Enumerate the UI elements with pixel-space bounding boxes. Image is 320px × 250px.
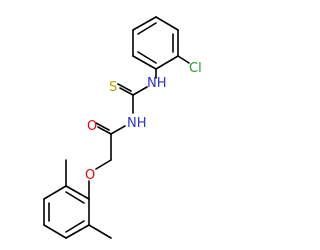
double-bond-inner bbox=[137, 51, 157, 64]
bond-c-cl bbox=[177, 55, 190, 64]
bond-nh-cs bbox=[132, 86, 148, 96]
double-bond-inner bbox=[65, 191, 85, 204]
bond bbox=[65, 185, 90, 200]
double-bond-inner bbox=[65, 220, 85, 233]
bond bbox=[43, 185, 67, 200]
bond-co-o-double bbox=[95, 122, 110, 131]
ether-oxygen-label: O bbox=[85, 168, 95, 183]
bond-nh-co bbox=[110, 125, 126, 135]
chlorophenyl-ring bbox=[132, 16, 179, 70]
sulfur-label: S bbox=[109, 80, 117, 95]
bond bbox=[132, 16, 157, 31]
double-bond-inner bbox=[137, 22, 157, 35]
bond-cs-s-double bbox=[117, 83, 132, 92]
bond-ch2-o bbox=[95, 159, 112, 170]
nh-acyl-label: NH bbox=[127, 116, 147, 131]
bond-co-o bbox=[97, 126, 112, 135]
chemical-structure: Cl NH S NH O O bbox=[43, 16, 202, 239]
bond bbox=[132, 55, 157, 70]
bond-cs-s bbox=[119, 87, 134, 96]
carbonyl-oxygen-label: O bbox=[87, 119, 97, 134]
dimethylphenyl-ring bbox=[43, 185, 90, 239]
bond bbox=[65, 224, 90, 239]
nh-aryl-label: NH bbox=[147, 76, 167, 91]
chlorine-label: Cl bbox=[189, 61, 202, 76]
bond-methyl-lower bbox=[88, 224, 112, 239]
bond bbox=[155, 16, 179, 31]
bond bbox=[43, 224, 67, 239]
bond bbox=[155, 55, 179, 70]
